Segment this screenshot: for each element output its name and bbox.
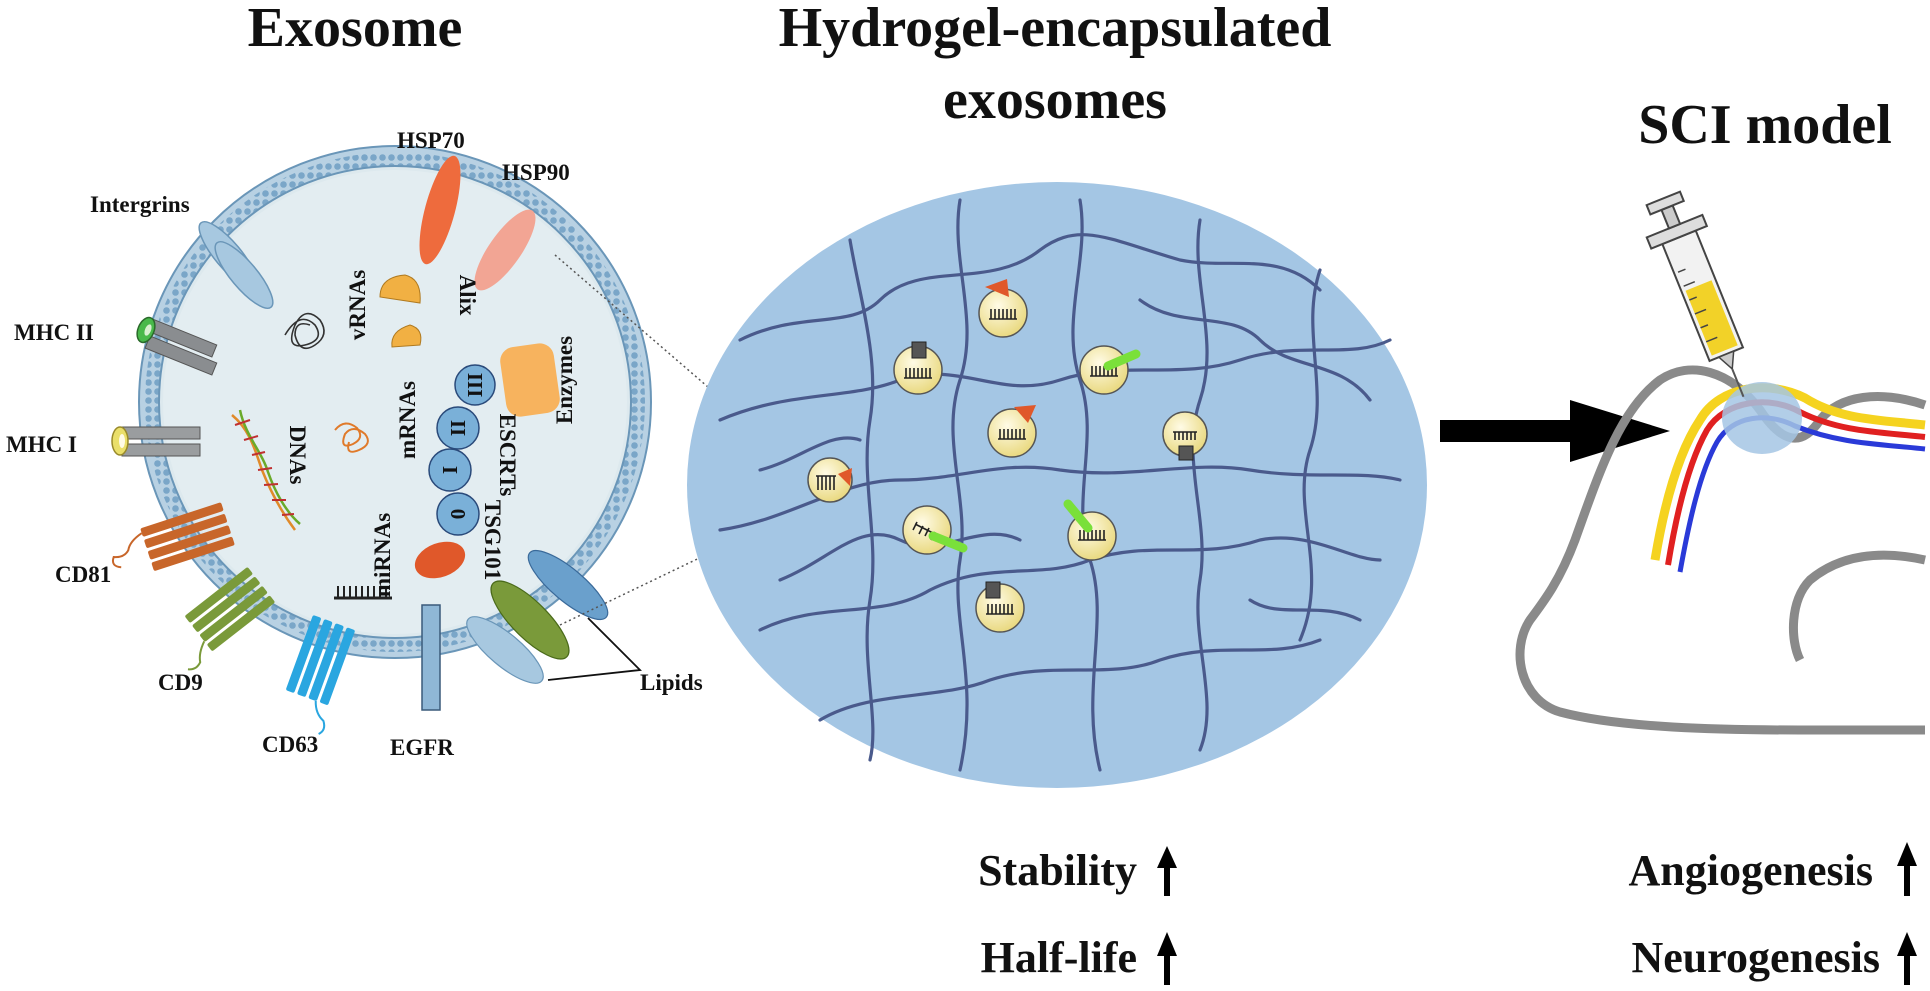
- effect-half-life: Half-life: [981, 933, 1137, 982]
- escrt-complexes: III II I 0: [428, 364, 496, 536]
- mrna-strand: [334, 422, 369, 453]
- title-sci-model: SCI model: [1638, 94, 1892, 156]
- cd9-protein: [185, 567, 275, 671]
- effect-stability: Stability: [978, 846, 1137, 895]
- title-hydrogel-line1: Hydrogel-encapsulated: [779, 0, 1332, 59]
- effect-neurogenesis: Neurogenesis: [1631, 933, 1880, 982]
- label-hsp70: HSP70: [397, 128, 465, 153]
- exosome-diagram: III II I 0: [111, 145, 821, 735]
- encapsulated-exosome: [978, 279, 1028, 338]
- encapsulated-exosome: [1162, 411, 1208, 461]
- title-exosome: Exosome: [248, 0, 463, 59]
- encapsulated-exosome: [975, 581, 1025, 633]
- label-mhc2: MHC II: [14, 320, 94, 345]
- label-mrnas: mRNAs: [395, 381, 420, 459]
- dna-helix: [231, 409, 301, 531]
- lipid-rafts: [466, 550, 642, 684]
- label-egfr: EGFR: [390, 735, 454, 760]
- enzymes-block: [500, 343, 560, 417]
- encapsulated-exosome: [807, 457, 853, 503]
- cd63-protein: [286, 615, 355, 735]
- cd81-protein: [111, 502, 235, 571]
- label-tsg101: TSG101: [480, 500, 505, 581]
- label-alix: Alix: [455, 275, 480, 316]
- label-cd63: CD63: [262, 732, 318, 757]
- integrin-protein: [198, 221, 274, 309]
- hsp70-protein: [419, 155, 461, 265]
- label-lipids: Lipids: [640, 670, 703, 695]
- encapsulated-exosome: [893, 341, 943, 395]
- mirna-comb: [334, 586, 392, 600]
- egfr-protein: [421, 604, 441, 711]
- rat-hind-outline: [1788, 550, 1926, 663]
- encapsulated-exosome: [987, 405, 1037, 458]
- escrt-label-ii: II: [446, 420, 470, 436]
- up-arrow-icon: [1157, 932, 1177, 985]
- label-cd81: CD81: [55, 562, 111, 587]
- hydrogel-effects: Stability Half-life: [978, 846, 1177, 985]
- escrt-label-i: I: [438, 466, 462, 474]
- label-enzymes: Enzymes: [552, 336, 577, 424]
- encapsulated-exosome: [1079, 345, 1141, 395]
- hydrogel-body: [687, 182, 1427, 788]
- tsg101-protein: [414, 541, 466, 579]
- title-hydrogel-line2: exosomes: [943, 69, 1167, 131]
- mhc1-protein: [111, 426, 201, 457]
- up-arrow-icon: [1897, 932, 1917, 985]
- hydrogel-diagram: [687, 182, 1427, 788]
- alix-protein: [379, 274, 422, 348]
- label-hsp90: HSP90: [502, 160, 570, 185]
- up-arrow-icon: [1897, 842, 1917, 896]
- escrt-label-0: 0: [446, 509, 470, 520]
- up-arrow-icon: [1157, 846, 1177, 896]
- syringe-icon: [1645, 190, 1745, 398]
- encapsulated-exosome: [1063, 499, 1117, 561]
- injection-site-hydrogel: [1722, 382, 1802, 454]
- mhc2-protein: [136, 316, 218, 376]
- effect-angiogenesis: Angiogenesis: [1629, 846, 1873, 895]
- label-vrnas: vRNAs: [345, 270, 370, 340]
- sci-effects: Angiogenesis Neurogenesis: [1629, 842, 1917, 985]
- label-intergrins: Intergrins: [90, 192, 190, 217]
- label-mirnas: miRNAs: [370, 513, 395, 597]
- label-cd9: CD9: [158, 670, 203, 695]
- label-mhc1: MHC I: [6, 432, 77, 457]
- escrt-label-iii: III: [463, 373, 487, 398]
- label-escrts: ESCRTs: [495, 414, 520, 497]
- exosome-lumen-inner: [163, 170, 627, 634]
- hsp90-protein: [474, 209, 536, 291]
- sci-model-diagram: [1515, 190, 1927, 735]
- encapsulated-exosome: [902, 505, 968, 555]
- label-dnas: DNAs: [285, 426, 310, 485]
- vrna-strand: [284, 312, 325, 350]
